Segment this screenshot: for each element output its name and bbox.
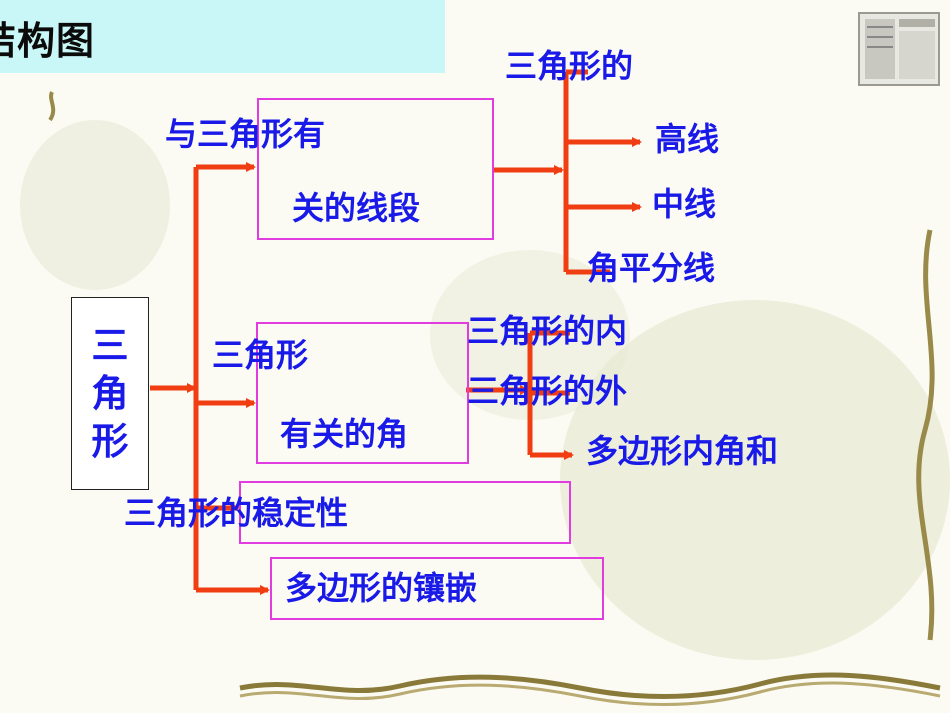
document-thumbnail-icon — [858, 12, 940, 86]
root-node-box — [71, 297, 149, 490]
background-flower — [20, 120, 170, 290]
branch-label-tessellation: 多边形的镶嵌 — [285, 569, 478, 607]
branch-box-angles — [256, 322, 469, 464]
leaf-label-angle-bisector: 角平分线 — [587, 249, 716, 287]
branch-box-segments — [257, 98, 494, 240]
leaf-label-exterior: 三角形的外 — [467, 372, 628, 410]
leaf-label-interior: 三角形的内 — [467, 312, 628, 350]
page-title: 结构图 — [0, 19, 96, 63]
title-bar — [0, 0, 445, 73]
branch-box-stability — [239, 481, 571, 544]
branch-box-label-segments: 关的线段 — [292, 189, 421, 227]
root-node-label: 三 角 形 — [91, 324, 129, 463]
branch-label-angles: 三角形 — [212, 336, 309, 374]
branch-box-label-angles: 有关的角 — [280, 415, 409, 453]
leaf-label-altitude: 高线 — [655, 120, 720, 158]
branch-label-segments: 与三角形有 — [165, 115, 326, 153]
branch-box-tessellation — [270, 557, 604, 620]
leaf-label-median: 中线 — [652, 185, 717, 223]
branch-label-stability: 三角形的稳定性 — [124, 494, 349, 532]
leaf-label-polygon-angle-sum: 多边形内角和 — [586, 432, 779, 470]
leaf-label-triangle-of: 三角形的 — [505, 47, 634, 85]
